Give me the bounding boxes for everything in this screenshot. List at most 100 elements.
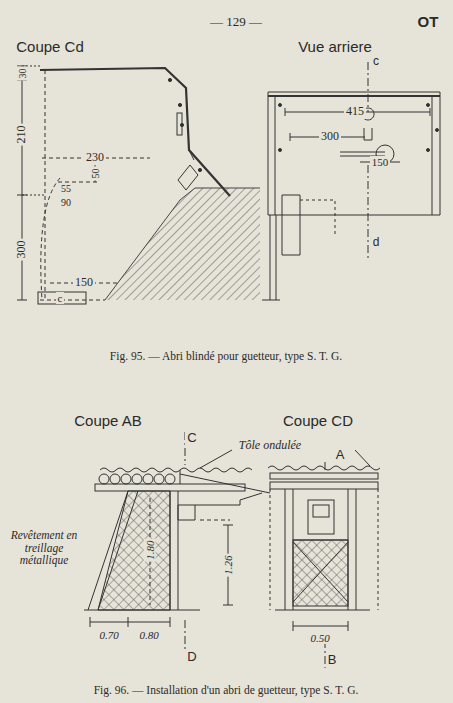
rear-view <box>262 215 280 300</box>
dimension: 150 <box>73 276 95 289</box>
roof <box>154 474 164 484</box>
timber-frame <box>170 491 178 610</box>
dimension: 90 <box>59 197 73 208</box>
dimension: 300 <box>319 130 341 143</box>
section-mark: D <box>185 650 198 664</box>
section-mark: d <box>371 236 382 249</box>
rear-view <box>268 92 440 215</box>
shield-profile <box>40 68 230 196</box>
roof <box>110 474 120 484</box>
hidden-lines <box>150 498 230 605</box>
shield-bolts <box>177 113 182 135</box>
timber-frame <box>313 505 329 517</box>
dimension-lines <box>293 621 348 631</box>
roof <box>268 466 380 470</box>
section-mark: B <box>326 653 339 667</box>
section-mark: c <box>371 55 381 68</box>
shield-bolts <box>168 78 201 190</box>
dimension-lines <box>293 621 348 631</box>
rear-view <box>427 104 430 107</box>
dimension: 50 <box>90 166 101 180</box>
roof <box>270 473 378 479</box>
dimension: 210 <box>15 124 28 146</box>
roof <box>99 474 109 484</box>
roof <box>180 474 270 493</box>
dimension-lines <box>38 292 86 304</box>
shield-bolts <box>178 103 181 106</box>
page-number: — 129 — <box>208 15 264 29</box>
timber-frame <box>178 500 240 520</box>
timber-frame <box>308 500 334 534</box>
view-title: Coupe CD <box>281 413 355 430</box>
shield-bolts <box>198 168 201 171</box>
rear-view <box>436 129 439 132</box>
roof <box>121 474 131 484</box>
rear-view <box>282 195 300 255</box>
timber-frame <box>84 491 262 610</box>
dimension-lines <box>17 66 86 304</box>
shield-profile <box>189 150 194 160</box>
dimension: 0.50 <box>308 632 331 644</box>
dimension: 1.26 <box>222 553 234 576</box>
rear-view <box>427 149 430 152</box>
roof <box>99 474 175 484</box>
axis-line <box>185 432 186 650</box>
section-mark: C <box>185 431 198 445</box>
roof <box>95 484 245 491</box>
hidden-lines <box>40 300 105 301</box>
timber-frame <box>240 493 262 500</box>
view-title: Coupe AB <box>72 413 144 430</box>
dimension: 300 <box>15 239 28 261</box>
dimension: 55 <box>59 183 73 194</box>
section-mark: A <box>334 448 347 462</box>
rear-view <box>268 95 440 97</box>
timber-frame <box>270 489 378 610</box>
dimension: 0.80 <box>137 629 160 641</box>
rear-view <box>300 200 335 235</box>
timber-frame <box>270 489 378 610</box>
dimension: 150 <box>370 156 391 168</box>
axis-line <box>368 62 369 258</box>
rear-view <box>279 149 282 152</box>
dimension: 30 <box>17 66 28 80</box>
timber-frame <box>275 540 370 610</box>
rear-view <box>275 96 432 215</box>
hidden-lines <box>200 520 230 521</box>
earth-bank <box>105 188 260 300</box>
hidden-lines <box>40 70 150 300</box>
dimension: 415 <box>344 105 366 118</box>
roof <box>100 468 252 472</box>
roof <box>270 482 378 489</box>
axis-line <box>368 62 369 258</box>
roof <box>95 468 270 493</box>
shield-bolts <box>178 165 198 190</box>
dimension-lines <box>90 525 233 627</box>
figure-caption: Fig. 96. — Installation d'un abri de gue… <box>92 684 361 697</box>
timber-frame <box>285 489 356 610</box>
timber-frame <box>293 542 348 602</box>
roof <box>180 470 181 484</box>
dimension-lines <box>90 617 170 627</box>
timber-frame <box>98 491 170 610</box>
timber-frame <box>293 540 348 606</box>
roof <box>132 474 142 484</box>
roof <box>268 466 380 489</box>
axis-line <box>185 432 186 650</box>
view-title: Coupe Cd <box>14 39 86 56</box>
view-title: Vue arriere <box>296 39 374 56</box>
part-name: Tôle ondulée <box>237 439 303 452</box>
roof <box>143 474 153 484</box>
rear-view <box>262 92 440 300</box>
rear-view <box>279 104 439 152</box>
dimension-lines <box>22 66 23 300</box>
earth-bank <box>105 188 260 300</box>
part-name: Revêtement en treillage métallique <box>3 529 85 567</box>
shield-profile <box>40 68 230 196</box>
dimension-lines <box>17 66 27 300</box>
dimension: 230 <box>84 151 106 164</box>
figure-caption: Fig. 95. — Abri blindé pour guetteur, ty… <box>108 350 344 363</box>
dimension: 1.80 <box>144 538 156 561</box>
earth-bank <box>105 188 260 300</box>
section-mark: c <box>56 292 65 304</box>
